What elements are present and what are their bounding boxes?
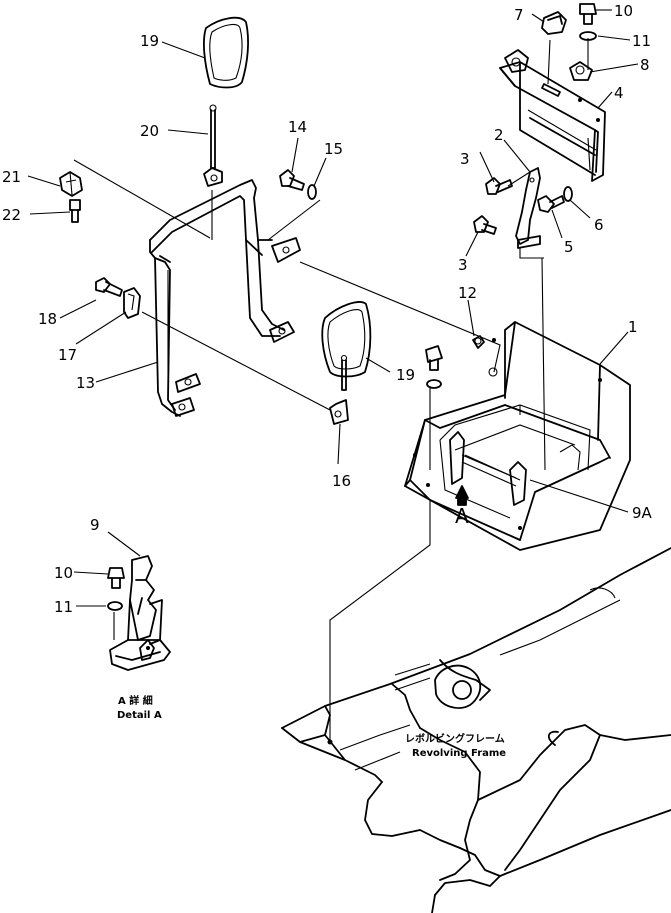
detail-a-label-jp: A 詳 細 (118, 694, 153, 707)
callout-10-detail: 10 (54, 564, 73, 582)
callout-1: 1 (628, 318, 638, 336)
detail-a-label-en: Detail A (117, 710, 162, 721)
callout-7: 7 (514, 6, 524, 24)
callout-17: 17 (58, 346, 77, 364)
callout-5: 5 (564, 238, 574, 256)
bolt-14 (279, 169, 305, 191)
callout-19-upper: 19 (140, 32, 159, 50)
frame-label-en: Revolving Frame (412, 748, 506, 759)
callout-22: 22 (2, 206, 21, 224)
view-marker-a: A (455, 504, 469, 528)
callouts: 19 20 21 22 14 15 18 17 13 19 16 12 1 9A… (2, 2, 653, 616)
hinge-16 (329, 354, 349, 425)
clamp-17 (123, 287, 141, 319)
callout-9a: 9A (632, 504, 653, 522)
washer-15 (307, 184, 317, 200)
bolt-10-top (579, 3, 597, 25)
bracket (499, 49, 606, 182)
washer-6 (563, 186, 573, 202)
callout-4: 4 (614, 84, 624, 102)
detail-a: A 詳 細 Detail A (107, 555, 171, 721)
callout-10-top: 10 (614, 2, 633, 20)
callout-3-lower: 3 (458, 256, 468, 274)
callout-14: 14 (288, 118, 307, 136)
handrail (149, 179, 301, 417)
callout-3-upper: 3 (460, 150, 470, 168)
cushion-upper (203, 16, 249, 89)
callout-11-detail: 11 (54, 598, 73, 616)
callout-16: 16 (332, 472, 351, 490)
bolt-3-lower (473, 215, 497, 235)
leader-lines (27, 9, 639, 607)
bolt-box (425, 345, 443, 389)
frame-label-jp: レボルビングフレーム (405, 732, 505, 745)
bolt-12 (472, 335, 485, 349)
latch-hook (515, 167, 541, 249)
callout-18: 18 (38, 310, 57, 328)
callout-9: 9 (90, 516, 100, 534)
cap-7 (541, 11, 567, 35)
revolving-frame: レボルビングフレーム Revolving Frame (281, 547, 671, 913)
callout-2: 2 (494, 126, 504, 144)
callout-11-top: 11 (632, 32, 651, 50)
callout-8: 8 (640, 56, 650, 74)
callout-21: 21 (2, 168, 21, 186)
callout-13: 13 (76, 374, 95, 392)
callout-6: 6 (594, 216, 604, 234)
bolt-5 (537, 195, 565, 213)
callout-20: 20 (140, 122, 159, 140)
bolt-22 (69, 199, 81, 223)
cushion-lower (321, 301, 372, 378)
callout-12: 12 (458, 284, 477, 302)
toolbox-body: A (404, 321, 631, 551)
bolt-18 (95, 277, 123, 297)
rod (203, 104, 223, 187)
callout-19-lower: 19 (396, 366, 415, 384)
callout-15: 15 (324, 140, 343, 158)
assembly-lines (69, 38, 589, 742)
